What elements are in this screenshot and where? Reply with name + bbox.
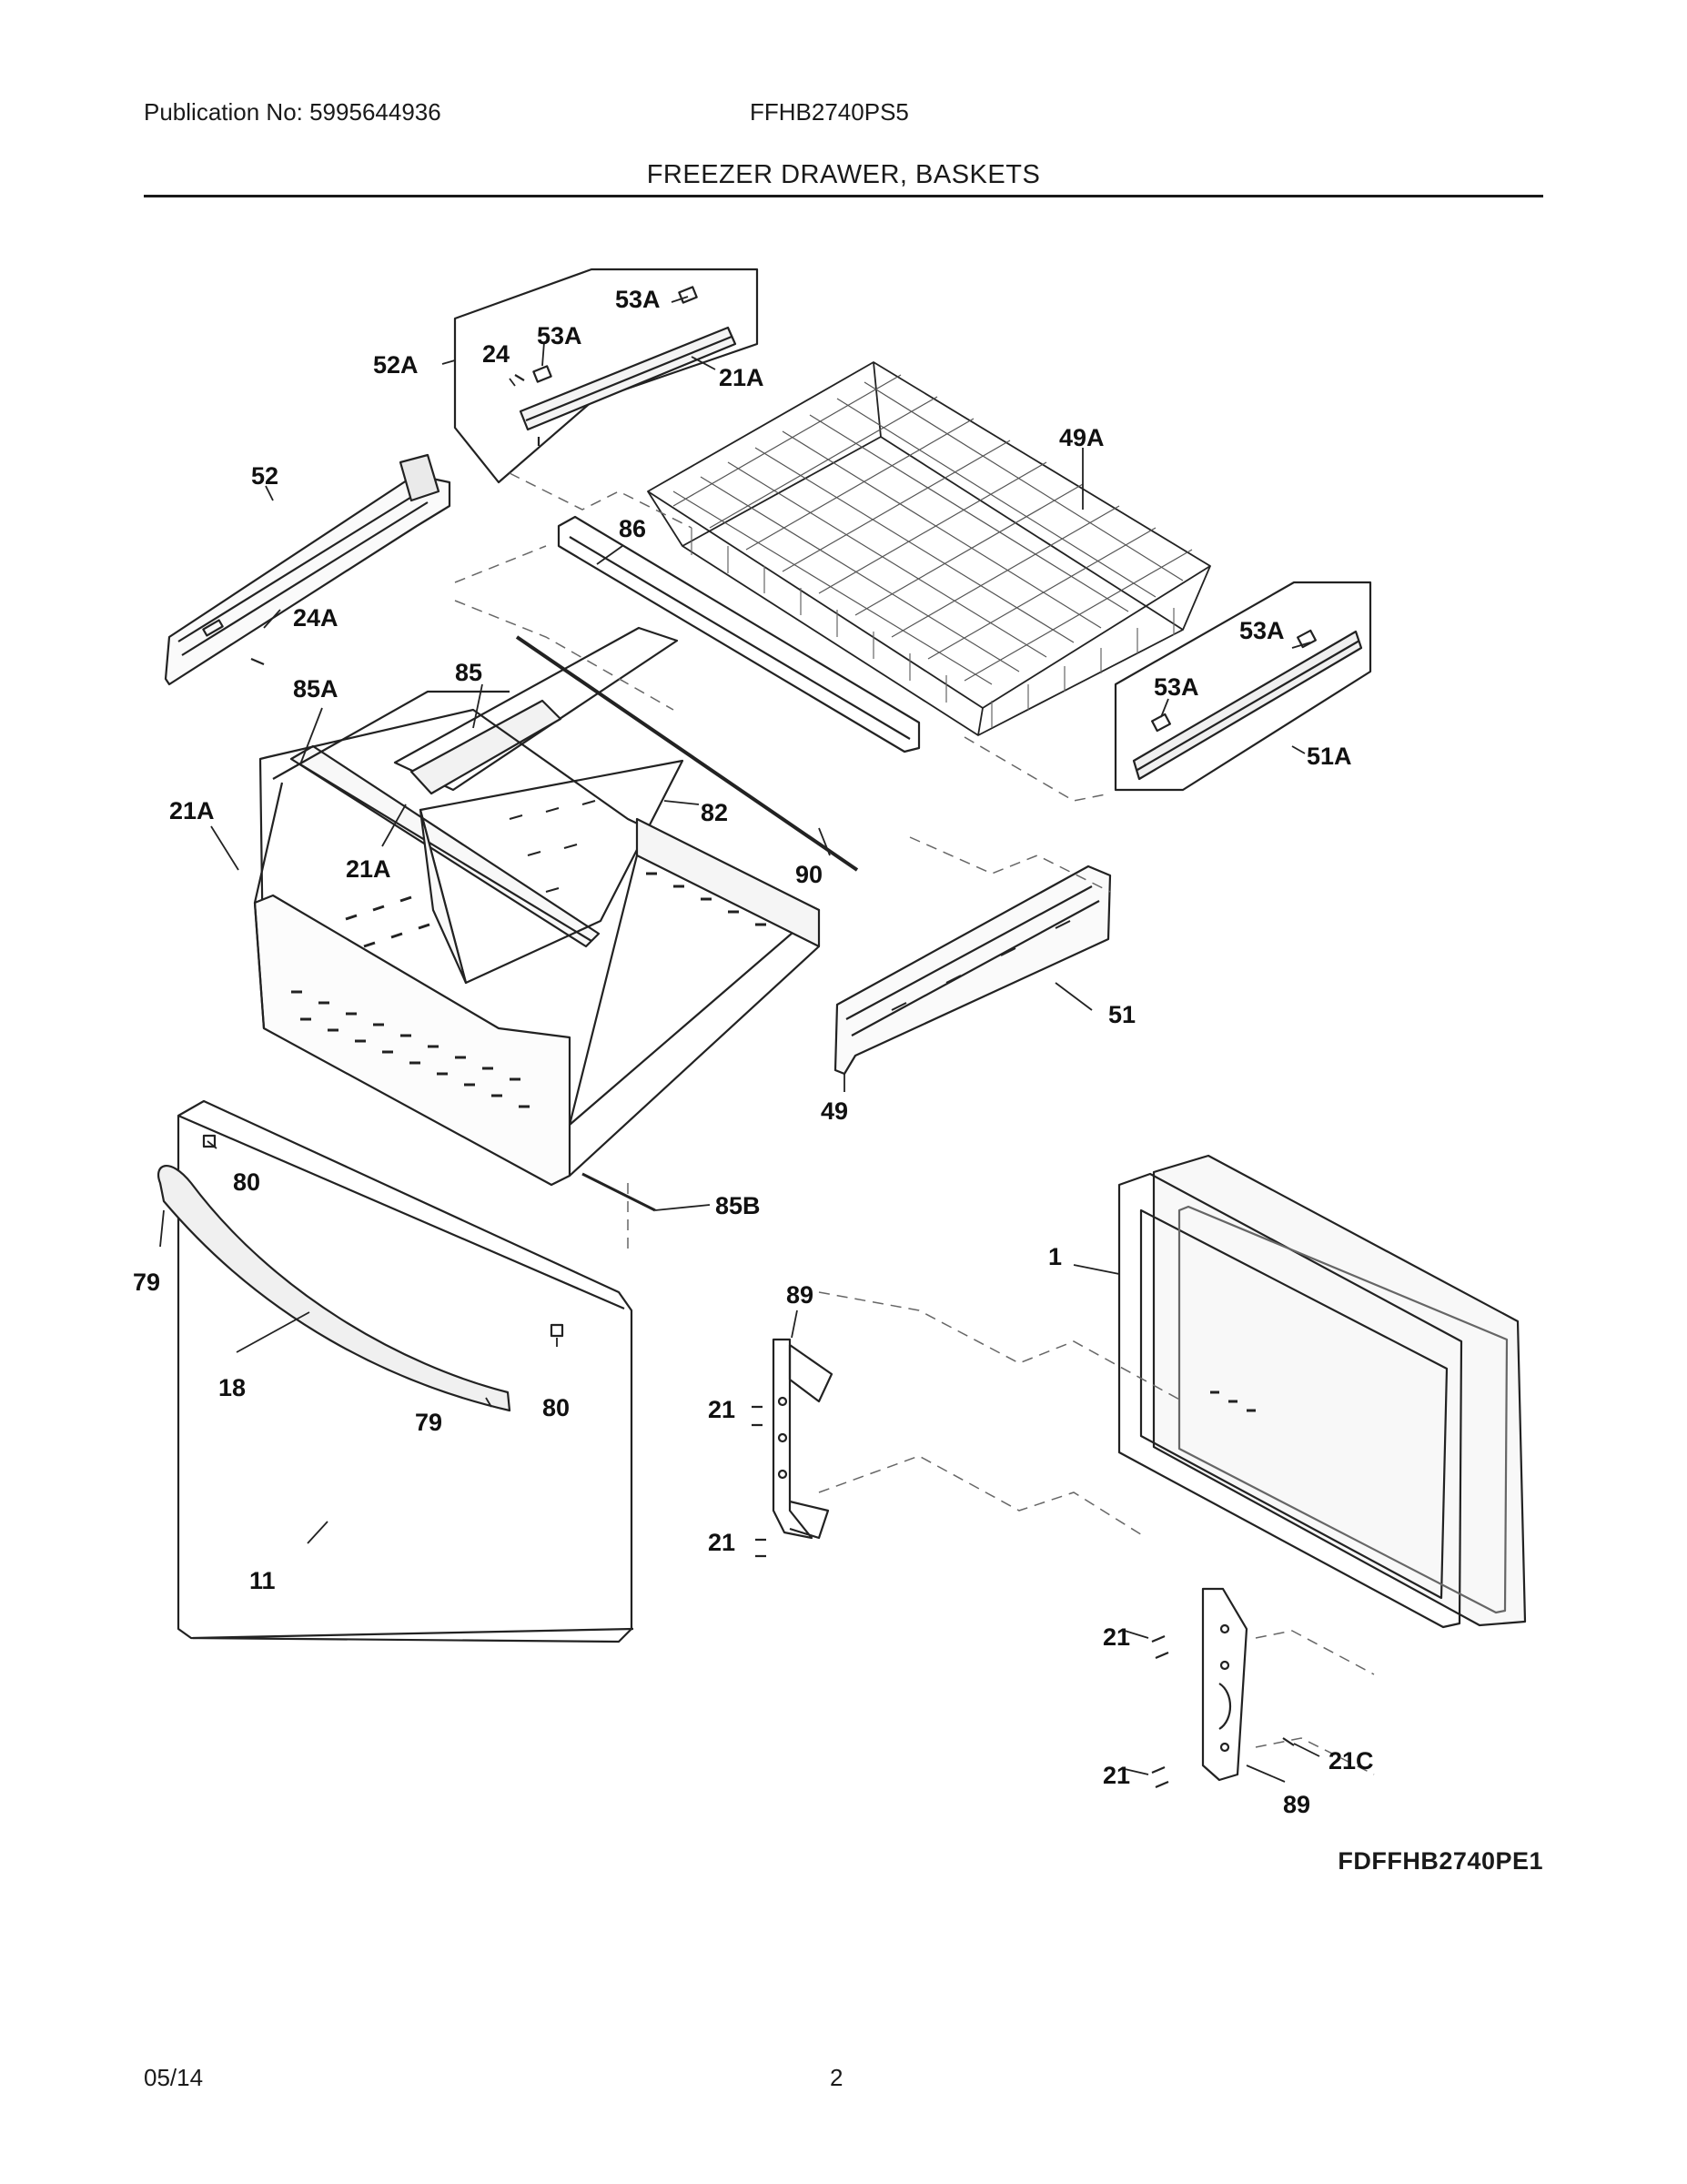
handle-cap-80-top — [202, 1134, 217, 1148]
callout-53a-mid: 53A — [537, 322, 582, 349]
model-number: FFHB2740PS5 — [750, 98, 909, 126]
callout-21a-left: 21A — [169, 797, 215, 824]
callout-49: 49 — [821, 1097, 848, 1125]
callout-21-d: 21 — [1103, 1762, 1130, 1789]
callout-24a: 24A — [293, 604, 338, 632]
callout-80-top: 80 — [233, 1168, 260, 1196]
handle-cap-80-bottom — [550, 1323, 564, 1338]
callout-85a: 85A — [293, 675, 338, 703]
callout-1: 1 — [1048, 1243, 1062, 1270]
freezer-basket — [253, 690, 821, 1212]
page-title: FREEZER DRAWER, BASKETS — [646, 160, 1041, 189]
door-liner-gasket-1 — [1117, 1154, 1527, 1629]
mounting-bracket-89-top — [752, 1338, 833, 1558]
callout-85: 85 — [455, 659, 482, 686]
callout-52a: 52A — [373, 351, 419, 379]
title-divider — [144, 195, 1543, 197]
publication-number: Publication No: 5995644936 — [144, 98, 441, 126]
callout-80-bottom: 80 — [542, 1394, 570, 1421]
callout-21a-inner: 21A — [346, 855, 391, 883]
callout-85b: 85B — [715, 1192, 761, 1219]
callout-90: 90 — [795, 861, 823, 888]
callout-86: 86 — [619, 515, 646, 542]
rail-cover-inset-51a — [1114, 581, 1372, 792]
callout-49a: 49A — [1059, 424, 1105, 451]
publication-date: 05/14 — [144, 2064, 204, 2091]
callout-53a-right-1: 53A — [1239, 617, 1285, 644]
callout-53a-right-2: 53A — [1154, 673, 1199, 701]
callout-53a-top: 53A — [615, 286, 661, 313]
callout-79-bottom: 79 — [415, 1409, 442, 1436]
callout-21-c: 21 — [1103, 1623, 1130, 1651]
callout-51: 51 — [1108, 1001, 1136, 1028]
mounting-bracket-89-bottom — [1151, 1587, 1295, 1789]
callout-79-left: 79 — [133, 1269, 160, 1296]
rail-cover-inset-52a — [453, 268, 759, 484]
callout-24: 24 — [482, 340, 510, 368]
callout-21-b: 21 — [708, 1529, 735, 1556]
callout-89-top: 89 — [786, 1281, 813, 1309]
callout-11: 11 — [249, 1567, 276, 1594]
rear-bar-86 — [557, 515, 921, 753]
callout-51a: 51A — [1307, 743, 1352, 770]
callout-52: 52 — [251, 462, 278, 490]
page-number: 2 — [830, 2064, 844, 2091]
callout-82: 82 — [701, 799, 728, 826]
inner-bin-82 — [419, 759, 684, 985]
callout-18: 18 — [218, 1374, 246, 1401]
callout-21-a: 21 — [708, 1396, 735, 1423]
handle-18 — [157, 1164, 511, 1412]
callout-21c: 21C — [1328, 1747, 1374, 1774]
drawer-slide-right-51 — [833, 864, 1112, 1076]
callout-89-bottom: 89 — [1283, 1791, 1310, 1818]
rod-90 — [515, 635, 859, 872]
basket-divider-85 — [289, 626, 679, 948]
diagram-code: FDFFHB2740PE1 — [1338, 1847, 1543, 1875]
callout-21a-top: 21A — [719, 364, 764, 391]
drawer-front-panel-11 — [177, 1099, 634, 1643]
drawer-slide-left-52 — [164, 453, 451, 686]
wire-basket-49a — [647, 361, 1211, 736]
